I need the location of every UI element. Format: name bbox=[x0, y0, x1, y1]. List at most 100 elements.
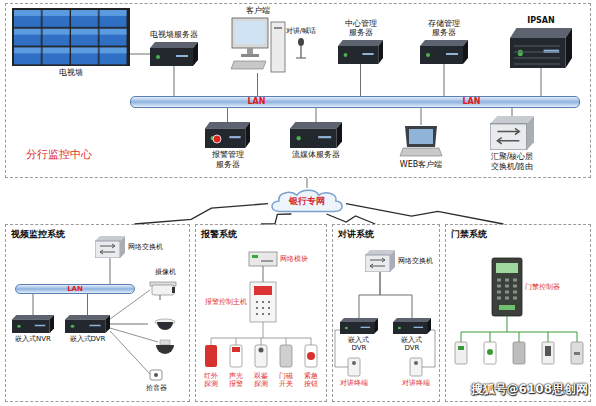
node-label: 电视墙服务器 bbox=[150, 30, 198, 40]
cable-link bbox=[110, 258, 111, 284]
camera-icon bbox=[150, 282, 176, 354]
alarm-module bbox=[249, 252, 277, 266]
access-device bbox=[571, 342, 583, 364]
server-icon bbox=[420, 40, 468, 64]
device-node: 客户端 bbox=[230, 18, 285, 73]
watermark: 搜狐号@6108思创网 bbox=[471, 382, 588, 396]
node-label: LAN bbox=[462, 98, 480, 106]
access-device bbox=[455, 342, 583, 364]
cable-link bbox=[316, 108, 317, 122]
cloud-shape bbox=[272, 190, 342, 211]
switch-icon bbox=[95, 236, 125, 258]
node-label: LAN bbox=[247, 98, 265, 106]
recorder-icon bbox=[12, 315, 54, 333]
recorder-icon bbox=[340, 318, 378, 334]
server-icon bbox=[205, 122, 250, 148]
region-title: 报警系统 bbox=[201, 229, 237, 240]
device-node: 报警管理 服务器 bbox=[205, 122, 250, 148]
intercom-terminal bbox=[352, 361, 356, 365]
alarm-bus bbox=[211, 322, 311, 345]
node-label: 嵌入式 DVR bbox=[400, 336, 424, 353]
region-title: 门禁系统 bbox=[451, 229, 487, 240]
free-label: 紧急 按钮 bbox=[303, 372, 319, 389]
lightning-link bbox=[261, 214, 291, 224]
server-icon bbox=[150, 40, 468, 148]
cable-link bbox=[33, 294, 34, 315]
alarm-sensor bbox=[230, 345, 242, 367]
node-label: 流媒体服务器 bbox=[292, 150, 340, 160]
recorder-icon bbox=[12, 315, 431, 334]
intercom-terminal bbox=[348, 358, 360, 376]
free-label: 拾音器 bbox=[146, 384, 167, 392]
pc-client bbox=[274, 27, 282, 29]
microphone bbox=[296, 38, 306, 58]
node-label: 中心管理 服务器 bbox=[343, 19, 378, 38]
alarm-sensor bbox=[205, 345, 317, 367]
alarm-sensor bbox=[255, 345, 267, 367]
node-label: 电视墙 bbox=[59, 68, 83, 78]
node-label: 报警管理 服务器 bbox=[210, 150, 245, 169]
camera-icon bbox=[160, 340, 170, 345]
switch-icon bbox=[95, 116, 534, 272]
cable-link bbox=[380, 272, 412, 318]
node-label: 网络模块 bbox=[280, 255, 308, 263]
access-device bbox=[487, 349, 493, 355]
region-title: 分行监控中心 bbox=[26, 148, 92, 161]
access-controller bbox=[492, 258, 522, 316]
cable-link bbox=[174, 66, 175, 96]
node-label: 汇聚/核心层 交换机/路由 bbox=[490, 152, 535, 171]
alarm-sensor bbox=[232, 347, 240, 352]
video-wall bbox=[12, 8, 130, 66]
device-node: WEB客户端 bbox=[400, 125, 442, 158]
free-label: 对讲终端 bbox=[340, 379, 368, 387]
access-bus bbox=[461, 316, 577, 342]
node-label: 网络交换机 bbox=[398, 257, 433, 265]
lan-bus: LAN LAN bbox=[130, 96, 580, 108]
pc-client bbox=[241, 54, 259, 57]
lightning-link bbox=[327, 214, 376, 224]
cable-link bbox=[444, 64, 445, 96]
alarm-module bbox=[252, 255, 258, 258]
device-node: 嵌入式DVR bbox=[65, 315, 110, 333]
alarm-panel bbox=[254, 286, 272, 295]
node-label: 嵌入式 DVR bbox=[347, 336, 371, 353]
cable-link bbox=[307, 178, 308, 188]
sound-pickup bbox=[154, 373, 158, 377]
cable-link bbox=[359, 272, 380, 318]
server-icon bbox=[290, 122, 342, 148]
recorder-icon bbox=[65, 315, 110, 333]
device-node: 嵌入式NVR bbox=[12, 315, 54, 333]
access-controller bbox=[492, 258, 522, 316]
access-device bbox=[458, 346, 464, 350]
cable-link bbox=[257, 73, 258, 96]
device-node: 门禁控制器 bbox=[492, 258, 522, 316]
cable-link bbox=[421, 108, 422, 125]
camera-icon bbox=[152, 285, 174, 295]
server-icon bbox=[150, 42, 198, 66]
access-device bbox=[574, 352, 580, 355]
pc-client bbox=[231, 61, 266, 69]
device-node: 中心管理 服务器 bbox=[338, 40, 383, 64]
device-node: 存储管理 服务器 bbox=[420, 40, 468, 64]
node-label: 网络交换机 bbox=[128, 243, 163, 251]
alarm-panel bbox=[256, 302, 270, 314]
camera-icon bbox=[172, 287, 175, 293]
alarm-sensor bbox=[307, 352, 315, 360]
system-region: 视频监控系统网络交换机LAN嵌入式NVR嵌入式DVR摄像机 bbox=[5, 224, 190, 402]
network-cloud: 银行专网 bbox=[268, 188, 346, 214]
intercom-terminal bbox=[348, 358, 422, 376]
access-device bbox=[455, 342, 467, 364]
alarm-panel bbox=[250, 282, 276, 322]
access-controller bbox=[499, 305, 515, 310]
lan-bus: LAN bbox=[15, 284, 135, 294]
node-label: 嵌入式NVR bbox=[15, 335, 51, 343]
device-node: 摄像机 bbox=[148, 278, 182, 364]
recorder-icon bbox=[393, 318, 431, 334]
access-device bbox=[484, 342, 496, 364]
access-device bbox=[513, 342, 525, 364]
sound-pickup bbox=[150, 370, 162, 380]
node-label: IPSAN bbox=[527, 16, 555, 26]
ipsan-storage bbox=[510, 28, 572, 68]
system-region: 对讲系统网络交换机嵌入式 DVR嵌入式 DVR bbox=[332, 224, 440, 402]
alarm-sensor bbox=[259, 348, 264, 353]
